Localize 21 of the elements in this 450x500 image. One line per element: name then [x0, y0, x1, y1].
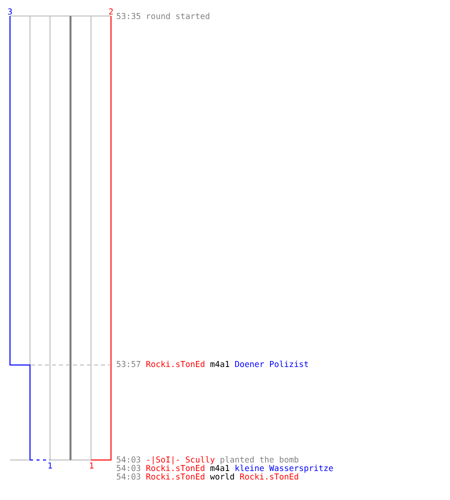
player-name: Doener Polizist	[235, 360, 308, 368]
player-count: 1	[48, 462, 52, 468]
player-name: Rocki.sTonEd	[146, 464, 204, 472]
player-name: Rocki.sTonEd	[146, 473, 204, 480]
weapon-name: world	[210, 473, 234, 480]
player-count: 3	[8, 8, 12, 15]
timestamp: 54:03	[116, 464, 140, 472]
player-count: 2	[109, 8, 113, 14]
weapon-name: m4a1	[210, 361, 230, 368]
player-name: kleine Wasserspritze	[236, 464, 333, 473]
timestamp: 54:03	[116, 473, 140, 480]
weapon-name: m4a1	[210, 465, 230, 472]
player-name: Rocki.sTonEd	[240, 473, 298, 480]
timestamp: 53:57	[116, 360, 140, 368]
event-text: planted the bomb	[220, 456, 298, 464]
timestamp: 53:35	[116, 12, 140, 20]
event-text: round started	[147, 12, 210, 20]
player-name: -|SoI|- Scully	[147, 456, 215, 464]
timestamp: 54:03	[116, 456, 140, 463]
player-count: 1	[90, 462, 94, 468]
player-name: Rocki.sTonEd	[146, 360, 204, 368]
